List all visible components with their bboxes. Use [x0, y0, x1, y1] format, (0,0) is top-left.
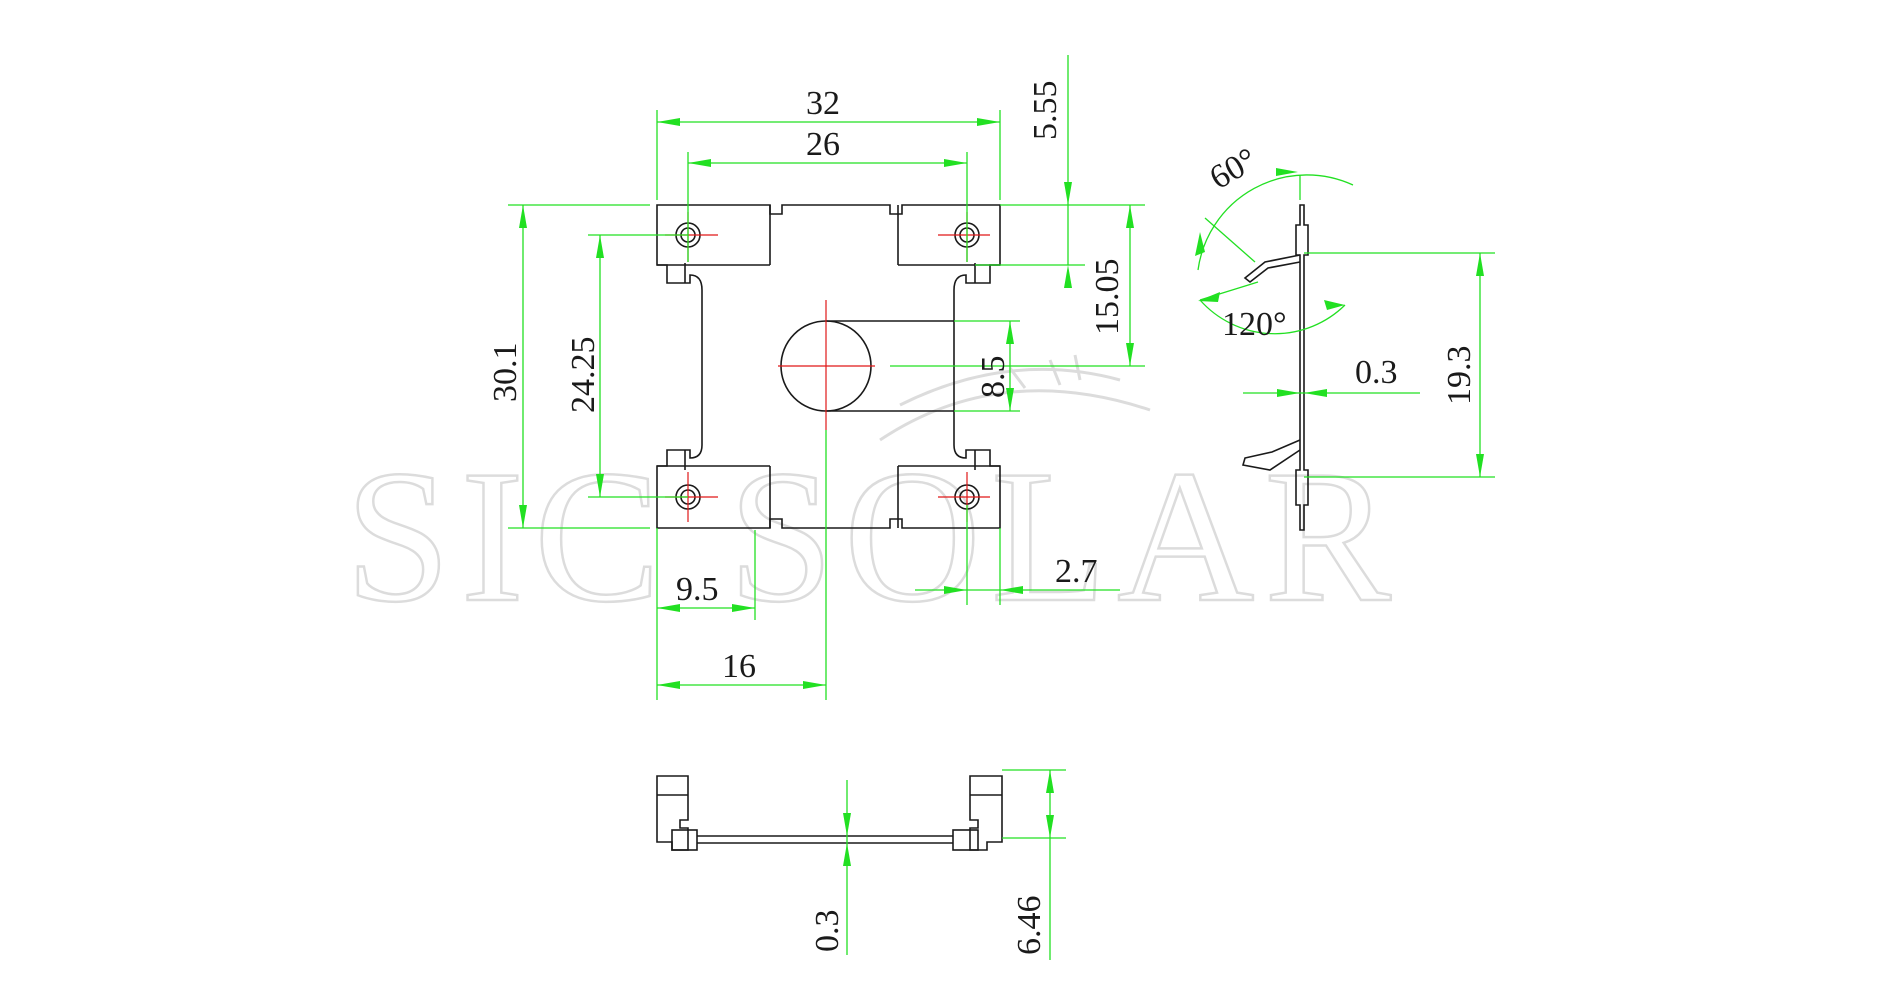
mounting-hole-top-left [665, 212, 718, 262]
bottom-view: 0.3 6.46 [656, 769, 1066, 960]
dim-label-120: 120° [1222, 306, 1287, 343]
dim-label-30-1: 30.1 [487, 343, 524, 403]
dim-24-25: 24.25 [565, 234, 688, 498]
dim-6-46: 6.46 [1002, 769, 1066, 960]
dim-side-0-3: 0.3 [1243, 354, 1420, 397]
dim-label-6-46: 6.46 [1011, 896, 1048, 956]
sun-logo-watermark [879, 354, 1151, 442]
bottom-view-left-clip [656, 775, 689, 851]
dim-label-19-3: 19.3 [1441, 346, 1478, 406]
watermark: SIC SOLAR [345, 432, 1401, 642]
dim-8-5: 8.5 [954, 320, 1020, 412]
side-view-lower-tab [1241, 439, 1301, 471]
side-view-upper-tab [1243, 254, 1301, 284]
dim-label-24-25: 24.25 [565, 337, 602, 414]
dim-label-15-05: 15.05 [1089, 259, 1126, 336]
dim-16: 16 [657, 430, 827, 700]
dim-9-5: 9.5 [656, 528, 756, 700]
angle-60: 60° [1195, 141, 1354, 271]
dim-32: 32 [656, 85, 1001, 200]
angle-120: 120° [1198, 281, 1346, 343]
dim-bottom-0-3: 0.3 [809, 780, 851, 955]
mounting-hole-top-right [938, 212, 990, 262]
dim-label-26: 26 [806, 126, 840, 163]
bottom-view-right-clip [969, 775, 1003, 851]
dim-30-1: 30.1 [487, 204, 650, 529]
dim-label-side-0-3: 0.3 [1355, 354, 1398, 391]
dim-15-05: 15.05 [890, 205, 1145, 367]
dim-label-16: 16 [722, 648, 756, 685]
dim-2-7: 2.7 [915, 505, 1120, 605]
dim-label-9-5: 9.5 [676, 571, 719, 608]
dim-label-5-55: 5.55 [1027, 81, 1064, 141]
dim-5-55: 5.55 [975, 55, 1145, 288]
dim-label-8-5: 8.5 [975, 356, 1012, 399]
dim-19-3: 19.3 [1304, 252, 1495, 478]
top-view: 32 26 5.55 15.05 [487, 55, 1145, 700]
dim-label-2-7: 2.7 [1055, 553, 1098, 590]
dim-label-bottom-0-3: 0.3 [809, 910, 846, 953]
dim-label-32: 32 [806, 85, 840, 122]
center-slot [778, 300, 954, 430]
dim-26: 26 [687, 126, 968, 262]
